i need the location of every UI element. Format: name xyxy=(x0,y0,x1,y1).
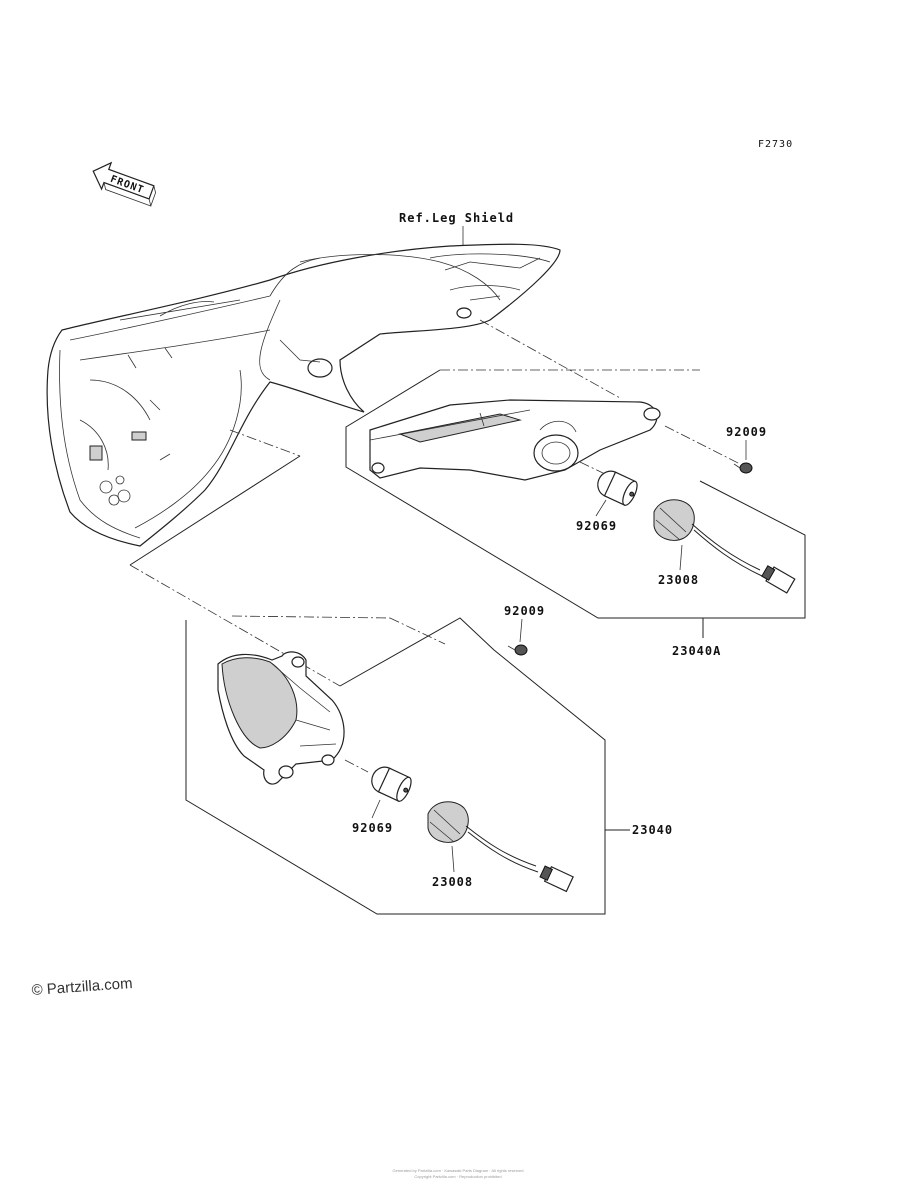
connector-lower xyxy=(539,865,574,893)
callout-bulb-upper: 92069 xyxy=(576,519,617,533)
bulb-lower xyxy=(371,766,412,802)
front-arrow-icon: FRONT xyxy=(92,161,156,207)
footer-line-1: Generated by Partzilla.com · Kawasaki Pa… xyxy=(393,1168,524,1173)
upper-turn-signal-lamp xyxy=(369,399,661,481)
callout-socket-lower: 23008 xyxy=(432,875,473,889)
bulb-upper xyxy=(597,470,638,506)
callout-bulb-lower: 92069 xyxy=(352,821,393,835)
lower-turn-signal-lamp xyxy=(217,651,345,785)
callout-socket-upper: 23008 xyxy=(658,573,699,587)
socket-lower xyxy=(427,801,574,893)
ref-leg-shield-label: Ref.Leg Shield xyxy=(399,211,514,225)
callout-screw-upper: 92009 xyxy=(726,425,767,439)
screw-upper xyxy=(733,462,753,474)
callout-assy-upper: 23040A xyxy=(672,644,721,658)
screw-lower xyxy=(507,644,528,656)
leg-shield xyxy=(46,243,561,547)
socket-upper xyxy=(653,499,796,594)
callout-assy-lower: 23040 xyxy=(632,823,673,837)
callout-screw-lower: 92009 xyxy=(504,604,545,618)
diagram-code: F2730 xyxy=(758,139,793,150)
connector-upper xyxy=(761,565,796,594)
footer-line-2: Copyright Partzilla.com · Reproduction p… xyxy=(414,1174,501,1179)
watermark: © Partzilla.com xyxy=(31,975,133,999)
